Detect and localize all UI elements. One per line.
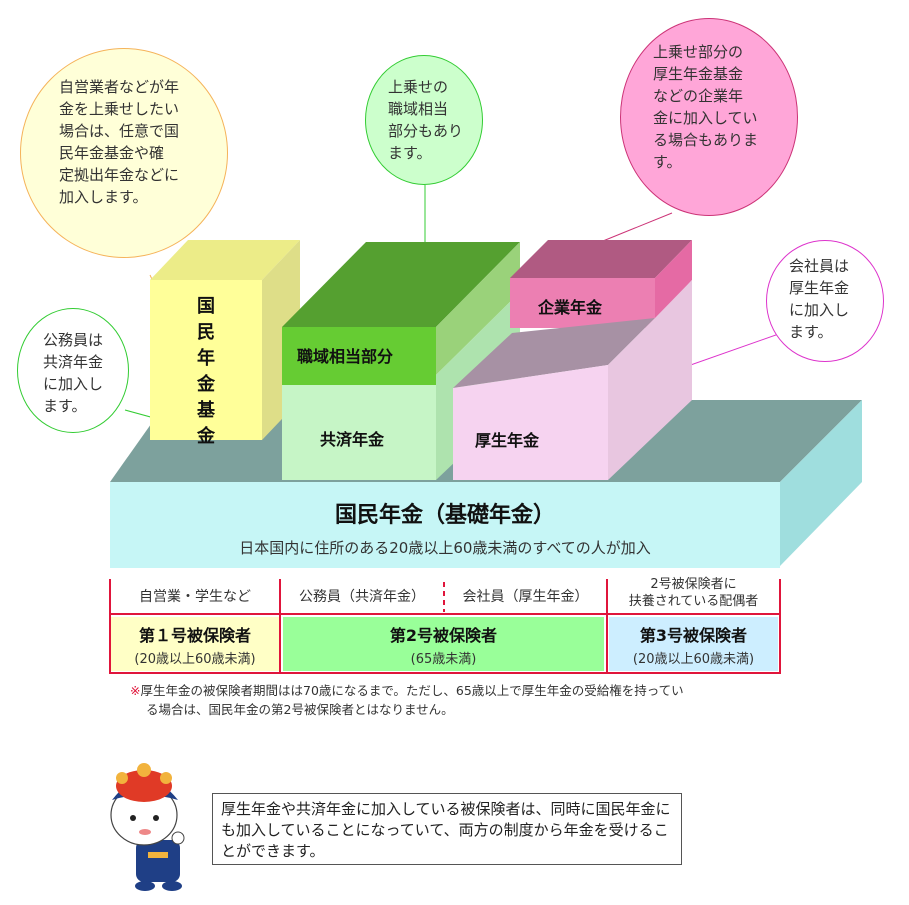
mascot-illustration bbox=[110, 763, 185, 891]
bubble-public-servant: 公務員は 共済年金 に加入し ます。 bbox=[17, 308, 129, 433]
category-dependent-line-1: 2号被保険者に bbox=[650, 577, 737, 592]
mascot-hat bbox=[116, 770, 172, 802]
insured-kind-1-label: 第１号被保険者 bbox=[138, 625, 251, 645]
national-fund-front bbox=[150, 280, 262, 440]
category-dependent-line-2: 扶養されている配偶者 bbox=[628, 594, 759, 609]
bubble-corporate: 上乗せ部分の 厚生年金基金 などの企業年 金に加入してい る場合もありま す。 bbox=[620, 18, 798, 216]
employee-pension-label: 厚生年金 bbox=[475, 431, 540, 450]
bubble-public-servant-text: 公務員は 共済年金 に加入し ます。 bbox=[43, 331, 104, 415]
mascot-left-eye bbox=[130, 815, 136, 821]
footnote-text-1: 厚生年金の被保険者期間はは70歳になるまで。ただし、65歳以上で厚生年金の受給権… bbox=[140, 683, 684, 698]
bubble-self-employed-text: 自営業者などが年 金を上乗せしたい 場合は、任意で国 民年金基金や確 定拠出年金… bbox=[59, 78, 180, 206]
national-pension-description: 日本国内に住所のある20歳以上60歳未満のすべての人が加入 bbox=[239, 539, 651, 557]
mascot-body bbox=[136, 840, 180, 882]
insured-kind-2-age: (65歳未満) bbox=[410, 651, 477, 667]
insured-kind-2: 第2号被保険者 (65歳未満) bbox=[283, 617, 604, 671]
occupational-front bbox=[282, 327, 436, 385]
bubble-occupational-text: 上乗せの 職域相当 部分もあり ます。 bbox=[388, 78, 464, 162]
bubble-corporate-text: 上乗せ部分の 厚生年金基金 などの企業年 金に加入してい る場合もありま す。 bbox=[653, 43, 759, 171]
corporate-side bbox=[655, 240, 692, 320]
mutual-aid-front bbox=[282, 385, 436, 480]
mascot-hat-ornament-center bbox=[137, 763, 151, 777]
table-outer-frame bbox=[109, 598, 781, 674]
corporate-top bbox=[510, 240, 692, 278]
mutual-aid-label: 共済年金 bbox=[320, 430, 385, 449]
occupational-portion-label: 職域相当部分 bbox=[297, 347, 394, 366]
insured-kind-3-age: (20歳以上60歳未満) bbox=[632, 651, 755, 667]
mascot-belt bbox=[148, 852, 168, 858]
info-box: 厚生年金や共済年金に加入している被保険者は、同時に国民年金にも加入していることに… bbox=[212, 793, 682, 865]
footnote-line-1: ※厚生年金の被保険者期間はは70歳になるまで。ただし、65歳以上で厚生年金の受給… bbox=[130, 681, 750, 700]
bubble-occupational: 上乗せの 職域相当 部分もあり ます。 bbox=[365, 55, 483, 185]
footnote: ※厚生年金の被保険者期間はは70歳になるまで。ただし、65歳以上で厚生年金の受給… bbox=[130, 681, 750, 719]
national-fund-label: 国民年金基金 bbox=[197, 296, 215, 447]
insured-kind-1-age: (20歳以上60歳未満) bbox=[134, 651, 256, 667]
insured-kind-1: 第１号被保険者 (20歳以上60歳未満) bbox=[111, 617, 279, 671]
footnote-mark: ※ bbox=[130, 683, 141, 698]
mascot-mouth bbox=[139, 829, 151, 835]
insured-kind-3-label: 第3号被保険者 bbox=[639, 625, 748, 645]
insured-kind-3: 第3号被保険者 (20歳以上60歳未満) bbox=[609, 617, 778, 671]
employee-top bbox=[453, 318, 655, 388]
occupational-top bbox=[282, 242, 520, 327]
mascot-left-foot bbox=[135, 881, 155, 891]
footnote-line-2: る場合は、国民年金の第2号被保険者とはなりません。 bbox=[146, 702, 454, 717]
national-pension-title: 国民年金（基礎年金） bbox=[334, 503, 555, 528]
national-fund-top bbox=[150, 240, 300, 280]
category-company-employee: 会社員（厚生年金） bbox=[462, 589, 589, 605]
callout-line-corporate bbox=[597, 212, 673, 244]
category-public-servant: 公務員（共済年金） bbox=[299, 589, 425, 605]
mascot-hat-ornament-left bbox=[116, 772, 128, 784]
employee-front bbox=[453, 365, 608, 480]
base-block-front bbox=[110, 482, 780, 568]
bubble-company-employee: 会社員は 厚生年金 に加入し ます。 bbox=[766, 240, 884, 362]
mascot-right-foot bbox=[162, 881, 182, 891]
mascot-pointing-hand bbox=[171, 831, 185, 845]
mascot-hat-ornament-right bbox=[160, 772, 172, 784]
corporate-pension-label: 企業年金 bbox=[538, 298, 603, 317]
mascot-right-eye bbox=[153, 815, 159, 821]
occupational-side bbox=[436, 242, 520, 375]
category-dependent-spouse: 2号被保険者に 扶養されている配偶者 bbox=[609, 576, 778, 610]
bubble-company-employee-text: 会社員は 厚生年金 に加入し ます。 bbox=[789, 257, 850, 341]
corporate-front bbox=[510, 278, 655, 328]
bubble-self-employed: 自営業者などが年 金を上乗せしたい 場合は、任意で国 民年金基金や確 定拠出年金… bbox=[20, 48, 228, 258]
base-block-side bbox=[780, 400, 862, 566]
category-self-employed: 自営業・学生など bbox=[139, 589, 251, 605]
employee-side bbox=[608, 280, 692, 480]
insured-kind-2-label: 第2号被保険者 bbox=[389, 625, 498, 645]
